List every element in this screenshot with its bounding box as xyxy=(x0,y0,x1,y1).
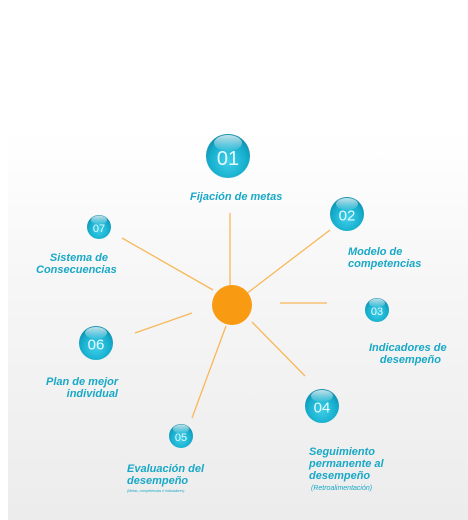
step-01-label: Fijación de metas xyxy=(190,191,283,203)
step-03-label: Indicadores de desempeño xyxy=(369,342,447,366)
step-06-bubble: 06 xyxy=(79,326,113,360)
step-02-label-line2: competencias xyxy=(348,258,422,270)
spokes xyxy=(121,213,331,419)
step-03-bubble: 03 xyxy=(365,298,389,322)
step-02-number: 02 xyxy=(339,208,356,225)
step-05-bubble: 05 xyxy=(169,424,193,448)
spoke-04 xyxy=(251,321,306,377)
step-05-label-line2: desempeño xyxy=(127,475,189,487)
step-04-bubble: 04 xyxy=(305,389,339,423)
step-05-note: (Metas, competencias e Indicadores) xyxy=(127,489,185,493)
step-04-label: Seguimiento permanente al desempeño xyxy=(309,446,384,482)
spoke-07 xyxy=(121,237,214,291)
step-07-number: 07 xyxy=(93,223,105,235)
step-04-number: 04 xyxy=(314,400,331,417)
step-07-bubble: 07 xyxy=(87,215,111,239)
center-hub xyxy=(212,285,252,325)
step-02-label-line1: Modelo de xyxy=(348,246,403,258)
step-06-label: Plan de mejor individual xyxy=(46,376,118,400)
step-04-label-line1: Seguimiento xyxy=(309,446,376,458)
step-04-label-line2: permanente al xyxy=(309,458,384,470)
step-07-label-line1: Sistema de xyxy=(49,252,108,264)
step-03-number: 03 xyxy=(371,306,383,318)
spoke-05 xyxy=(191,325,227,419)
spoke-02 xyxy=(245,229,331,295)
step-03-label-line2: desempeño xyxy=(379,354,441,366)
step-03-label-line1: Indicadores de xyxy=(369,342,447,354)
step-05-number: 05 xyxy=(175,432,187,444)
step-02-label: Modelo de competencias xyxy=(348,246,421,270)
step-01-number: 01 xyxy=(217,148,239,170)
step-07-label-line2: Consecuencias xyxy=(36,264,117,276)
step-06-label-line2: individual xyxy=(66,388,118,400)
step-06-number: 06 xyxy=(88,337,105,354)
step-05-label: Evaluación del desempeño xyxy=(127,463,204,487)
step-05-label-line1: Evaluación del xyxy=(127,463,205,475)
diagram-background xyxy=(8,130,468,520)
spoke-06 xyxy=(134,312,193,334)
step-04-label-line3: desempeño xyxy=(309,470,371,482)
step-02-bubble: 02 xyxy=(330,197,364,231)
step-01-bubble: 01 xyxy=(206,134,250,178)
step-07-label: Sistema de Consecuencias xyxy=(36,252,117,276)
step-04-note: (Retroalimentación) xyxy=(311,485,373,492)
step-06-label-line1: Plan de mejor xyxy=(46,376,119,388)
